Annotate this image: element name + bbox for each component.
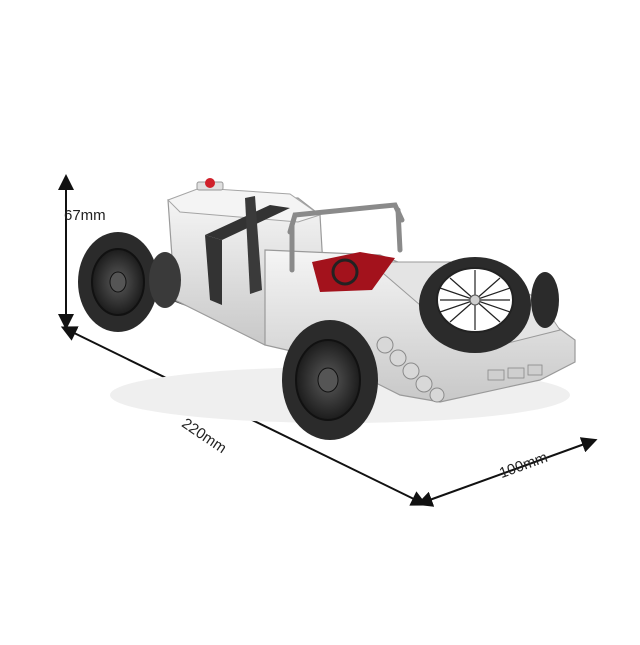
- front-right-wheel: [531, 272, 559, 328]
- radiator-cap: [196, 178, 224, 191]
- rear-right-wheel-gear: [149, 252, 181, 308]
- rear-left-wheel: [78, 232, 158, 332]
- red-seat: [312, 252, 395, 292]
- height-label: 67mm: [64, 207, 106, 224]
- front-left-wheel: [282, 320, 378, 440]
- windshield-frame: [287, 202, 405, 273]
- spare-wheel: [419, 257, 531, 353]
- hood-straps: [205, 196, 290, 305]
- steering-wheel: [331, 258, 359, 286]
- width-dimension-arrow: [416, 437, 598, 507]
